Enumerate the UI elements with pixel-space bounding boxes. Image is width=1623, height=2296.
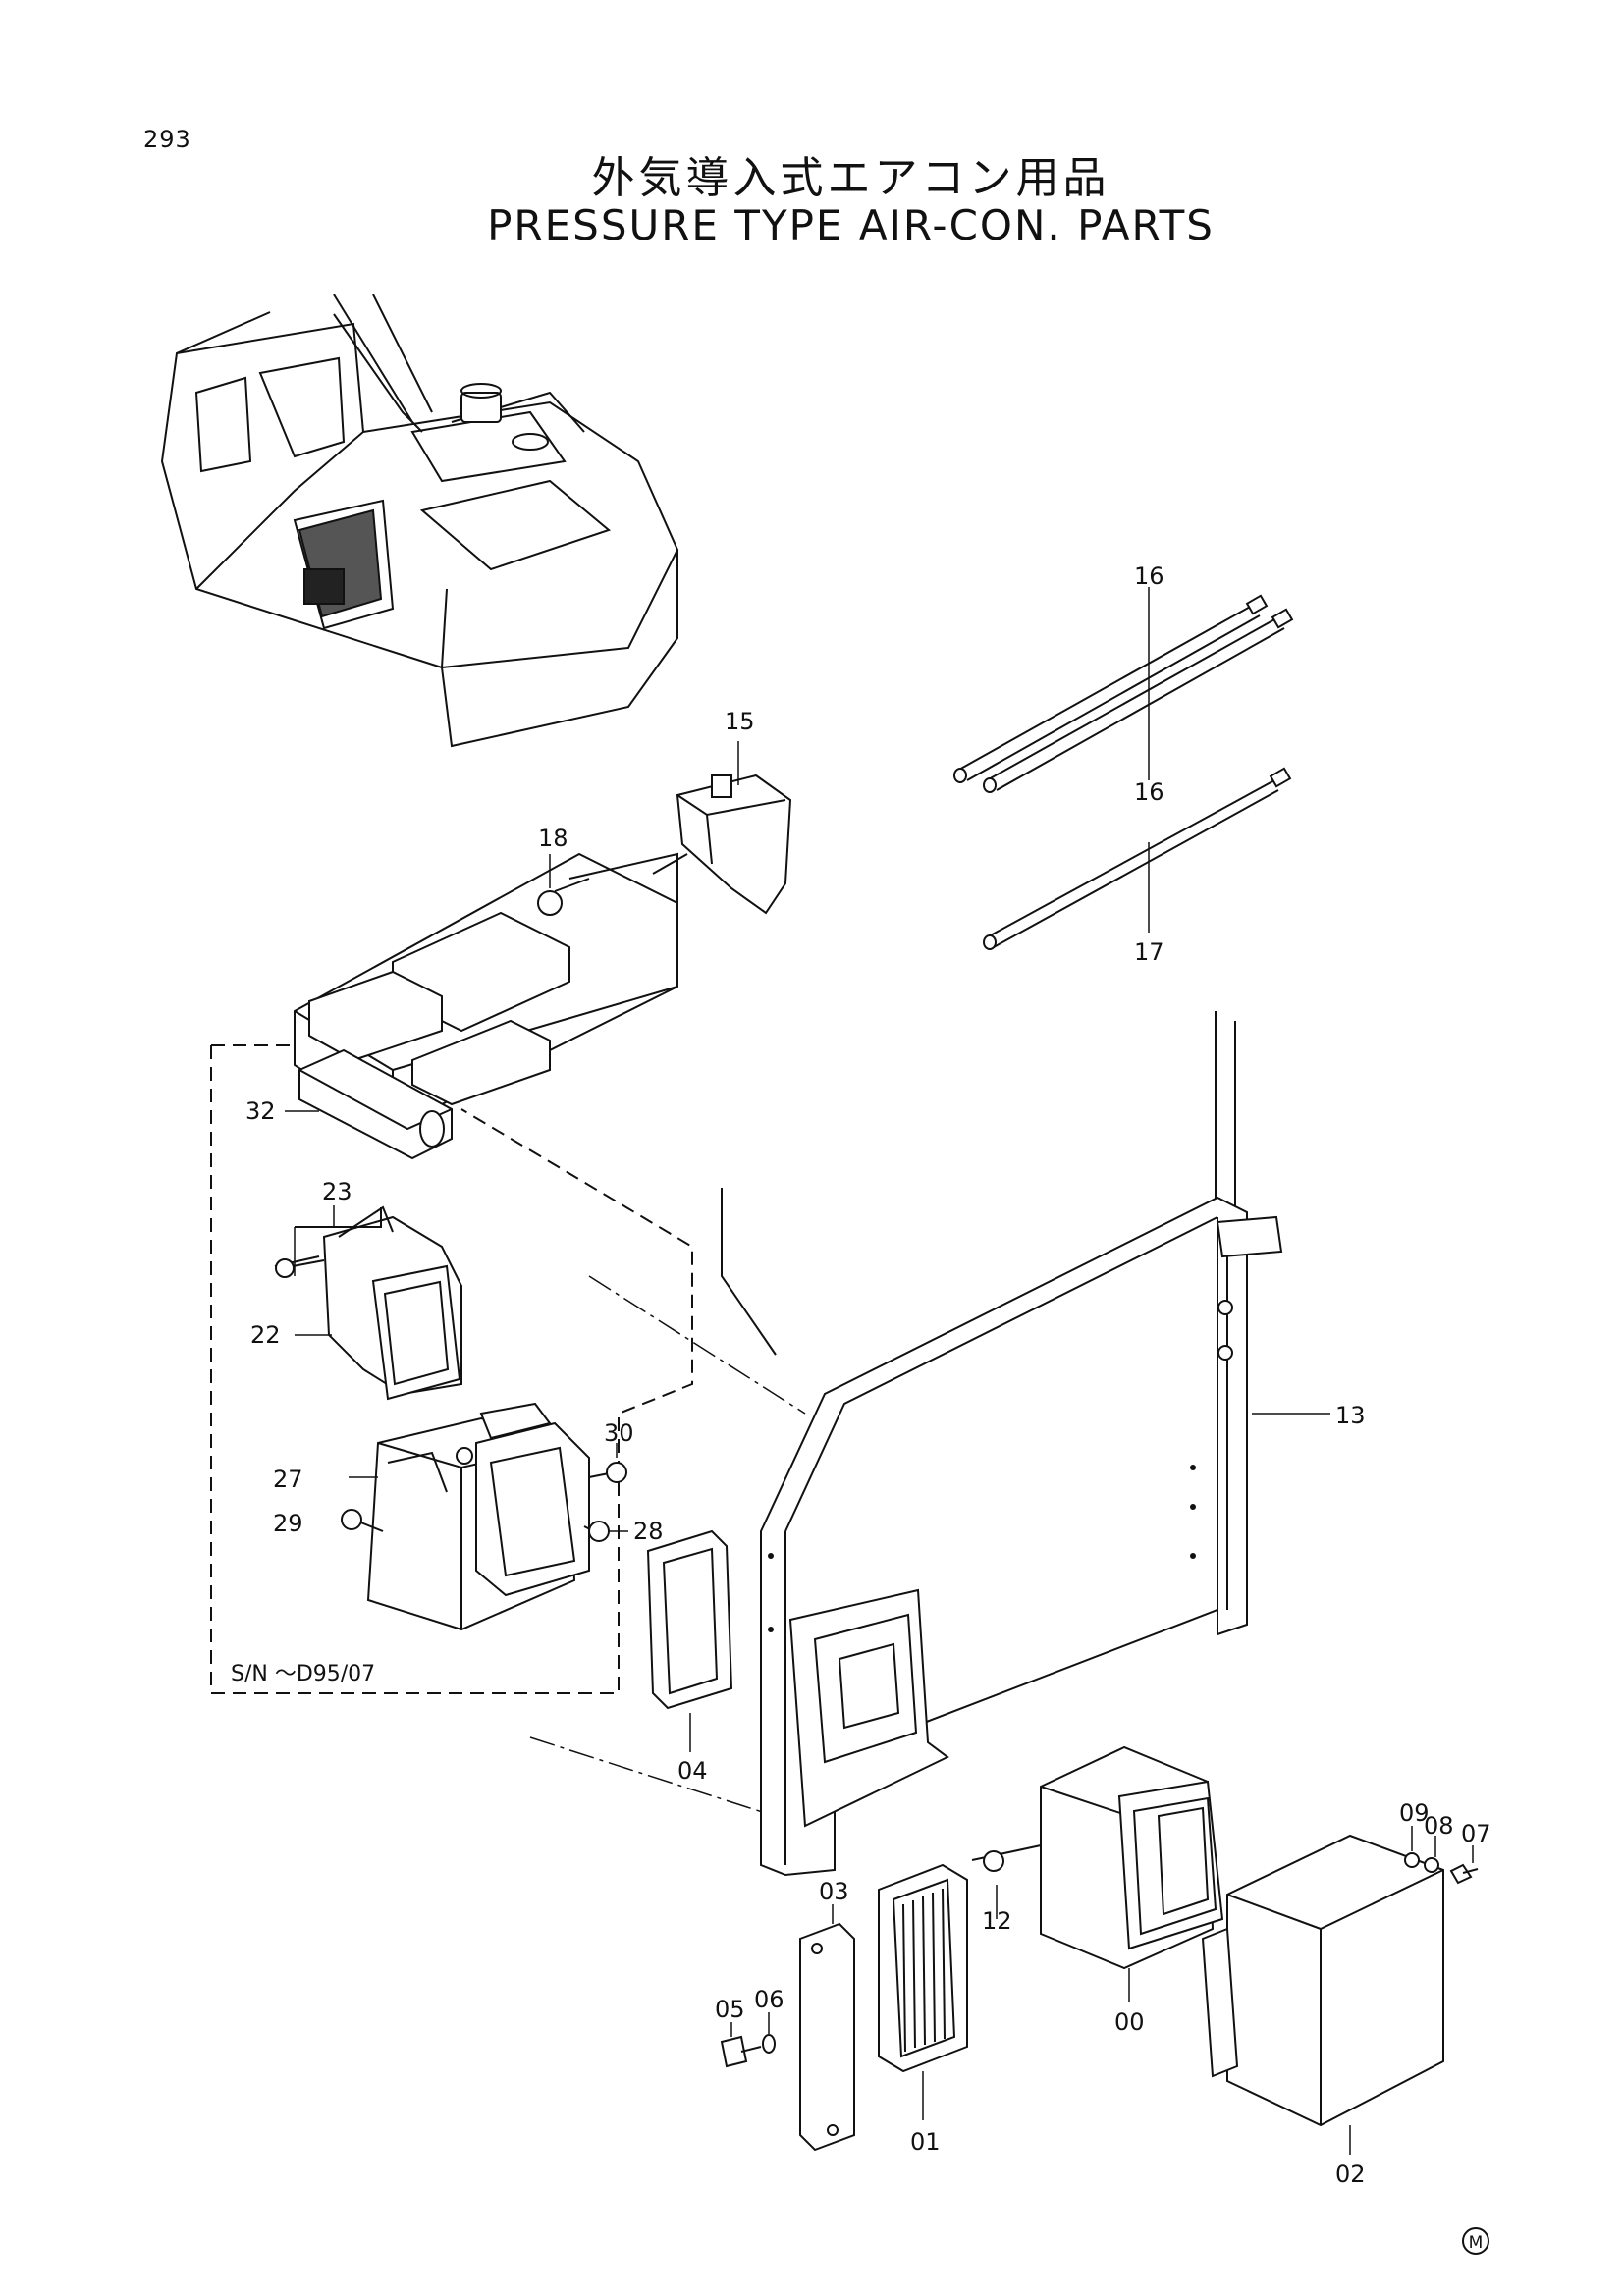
controller-unit: [652, 741, 792, 915]
label-22: 22: [250, 1321, 281, 1349]
knob-bolt: [720, 2012, 776, 2068]
revision-mark-letter: M: [1469, 2233, 1484, 2253]
title-english: PRESSURE TYPE AIR-CON. PARTS: [487, 201, 1215, 249]
label-27: 27: [273, 1466, 303, 1493]
label-03: 03: [819, 1878, 849, 1905]
label-05: 05: [715, 1996, 745, 2023]
filter-element: [878, 1863, 968, 2120]
label-02: 02: [1335, 2161, 1366, 2188]
label-28: 28: [633, 1518, 664, 1545]
label-16-bottom: 16: [1134, 778, 1164, 806]
outer-cover-box: [1201, 1826, 1479, 2155]
cable-assemblies: [953, 587, 1294, 950]
part-labels: 16 16 17 15 18 32 23 22 30 27 29 28 13 0…: [245, 562, 1491, 2188]
cab-panel-frame: [529, 1011, 1330, 1877]
label-09: 09: [1399, 1799, 1430, 1827]
fan-housing: [971, 1745, 1224, 2002]
gasket-seal: [646, 1529, 733, 1752]
label-29: 29: [273, 1510, 303, 1537]
filter-box-unit: [341, 1402, 628, 1631]
label-30: 30: [604, 1419, 634, 1447]
mounting-plate: [294, 852, 678, 1131]
label-13: 13: [1335, 1402, 1366, 1429]
label-12: 12: [982, 1907, 1012, 1935]
label-01: 01: [910, 2128, 941, 2156]
label-32: 32: [245, 1097, 276, 1125]
label-07: 07: [1461, 1820, 1491, 1847]
label-23: 23: [322, 1178, 352, 1205]
access-cover: [799, 1904, 855, 2152]
excavator-overview-illustration: [160, 294, 679, 748]
label-16-top: 16: [1134, 562, 1164, 590]
label-17: 17: [1134, 938, 1164, 966]
revision-mark: M: [1462, 2227, 1489, 2255]
label-04: 04: [677, 1757, 708, 1785]
serial-note: S/N ～D95/07: [231, 1662, 375, 1686]
label-00: 00: [1114, 2008, 1145, 2036]
title-japanese: 外気導入式エアコン用品: [591, 153, 1110, 203]
air-duct: [274, 1205, 462, 1401]
hinge-plate: [285, 1048, 453, 1160]
label-06: 06: [754, 1986, 784, 2013]
label-15: 15: [725, 708, 755, 735]
page-number: 293: [143, 126, 191, 153]
label-18: 18: [538, 825, 568, 852]
label-08: 08: [1424, 1812, 1454, 1840]
serial-range-frame: S/N ～D95/07: [210, 1044, 693, 1694]
